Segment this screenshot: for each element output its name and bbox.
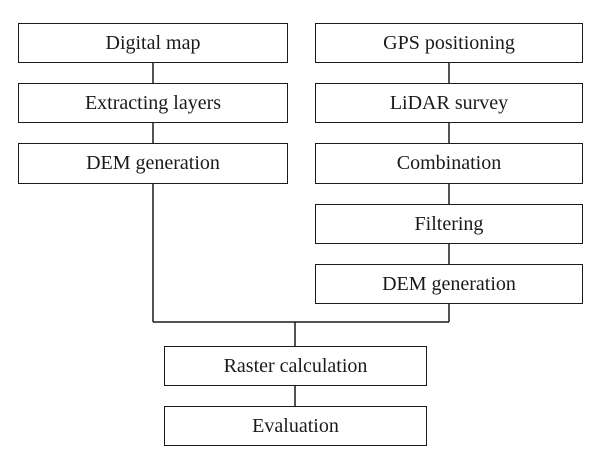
node-lidar-survey-label: LiDAR survey xyxy=(389,91,509,114)
node-filtering: Filtering xyxy=(315,204,583,244)
node-gps-positioning-label: GPS positioning xyxy=(383,31,515,54)
node-lidar-survey: LiDAR survey xyxy=(315,83,583,123)
node-combination-label: Combination xyxy=(396,152,502,174)
node-extracting-layers-label: Extracting layers xyxy=(84,91,222,114)
node-digital-map-label: Digital map xyxy=(105,31,201,54)
node-evaluation-label: Evaluation xyxy=(252,414,339,437)
node-dem-generation-right: DEM generation xyxy=(315,264,583,304)
node-filtering-label: Filtering xyxy=(414,212,484,235)
node-raster-calculation-label: Raster calculation xyxy=(223,354,368,377)
node-raster-calculation: Raster calculation xyxy=(164,346,427,386)
node-combination: Combination xyxy=(315,143,583,184)
node-dem-generation-right-label: DEM generation xyxy=(382,272,516,295)
node-dem-generation-left-label: DEM generation xyxy=(86,152,220,174)
node-evaluation: Evaluation xyxy=(164,406,427,446)
node-digital-map: Digital map xyxy=(18,23,288,63)
node-extracting-layers: Extracting layers xyxy=(18,83,288,123)
node-dem-generation-left: DEM generation xyxy=(18,143,288,184)
node-gps-positioning: GPS positioning xyxy=(315,23,583,63)
